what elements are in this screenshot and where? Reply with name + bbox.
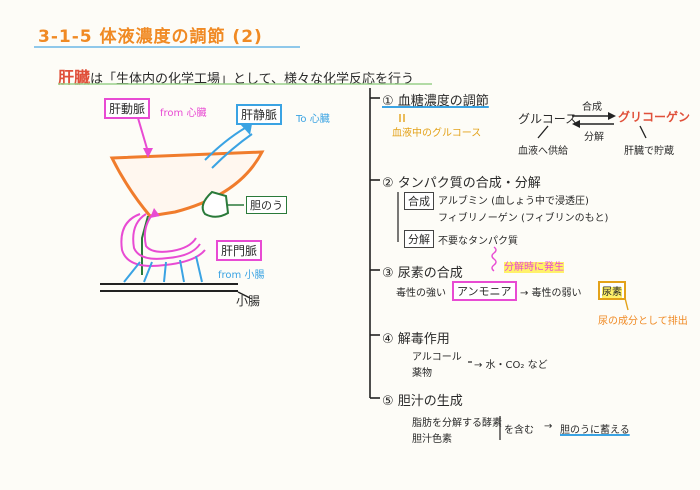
s3-excretion: 尿の成分として排出	[598, 316, 688, 327]
hepatic-artery-arrowhead	[143, 148, 153, 158]
s3-line-middle: → 毒性の弱い	[520, 288, 582, 299]
portal-vein-arrowhead	[150, 208, 160, 218]
s5-contains: を含む	[504, 425, 534, 436]
hepatic-vein-line-2	[211, 133, 253, 169]
gallbladder-shape	[201, 190, 230, 218]
hepatic-vein-to: To 心臓	[296, 114, 330, 125]
bile-duct	[141, 215, 149, 275]
s1-decomp-arrowhead	[572, 120, 580, 128]
s1-glucose: グルコース	[518, 112, 578, 126]
s5-item2: 胆汁色素	[412, 434, 452, 445]
s1-synthesis: 合成	[582, 102, 602, 113]
s1-down-left	[537, 125, 549, 139]
portal-vein-loop-3	[143, 214, 197, 253]
s1-decomposition: 分解	[584, 132, 604, 143]
s1-glycogen: グリコーゲン	[618, 110, 691, 124]
s1-heading: ① 血糖濃度の調節	[382, 90, 489, 109]
portal-vein-loop-2	[132, 213, 201, 260]
hepatic-vein-line-1	[204, 127, 246, 161]
s2-decomposition-label: 分解	[404, 230, 434, 248]
s1-note: 血液中のグルコース	[392, 128, 482, 139]
hepatic-vein-arrowhead	[240, 124, 252, 135]
title-underline	[34, 46, 300, 48]
portal-vein-loop-1	[120, 213, 206, 267]
s2-decomposition-text: 不要なタンパク質	[438, 236, 518, 247]
hepatic-artery-line	[137, 117, 149, 153]
s5-result: 胆のうに蓄える	[560, 421, 630, 436]
s2-heading: ② タンパク質の合成・分解	[382, 176, 541, 191]
s4-item1: アルコール	[412, 352, 462, 363]
portal-vein-label: 肝門脈	[216, 240, 263, 261]
s4-item2: 薬物	[412, 368, 432, 379]
s5-item1: 脂肪を分解する酵素	[412, 418, 502, 429]
s3-urea: 尿素	[598, 281, 626, 300]
s5-arrow: →	[544, 421, 553, 432]
s3-ammonia: アンモニア	[452, 281, 517, 301]
s3-byproduct-text: 分解時に発生	[504, 262, 564, 273]
s3-byproduct-note: 分解時に発生	[504, 258, 564, 273]
hepatic-artery-label: 肝動脈	[104, 98, 151, 119]
s4-result: → 水・CO₂ など	[474, 360, 548, 371]
liver-shape	[109, 150, 265, 218]
s3-urea-text: 尿素	[602, 287, 622, 298]
s3-heading: ③ 尿素の合成	[382, 266, 463, 281]
s2-synthesis-line2: フィブリノーゲン (フィブリンのもと)	[438, 213, 609, 224]
hepatic-vein-label: 肝静脈	[236, 104, 283, 125]
s1-synth-arrowhead	[608, 112, 616, 120]
s3-squiggle	[491, 246, 497, 272]
intro-subject: 肝臓	[58, 68, 91, 87]
gallbladder-label: 胆のう	[246, 196, 287, 214]
page-title: 3-1-5 体液濃度の調節 (2)	[38, 27, 263, 47]
s2-synthesis-label: 合成	[404, 192, 434, 210]
s3-line-prefix: 毒性の強い	[396, 288, 446, 299]
s1-heading-text: ① 血糖濃度の調節	[382, 94, 489, 109]
s4-heading: ④ 解毒作用	[382, 332, 450, 347]
intestine-pointer	[237, 291, 251, 299]
s5-heading: ⑤ 胆汁の生成	[382, 394, 463, 409]
s1-right-result: 肝臓で貯蔵	[624, 146, 674, 157]
s5-result-text: 胆のうに蓄える	[560, 425, 630, 436]
small-intestine-label: 小腸	[236, 294, 261, 308]
portal-vein-from: from 小腸	[218, 270, 265, 281]
s1-left-result: 血液へ供給	[518, 146, 568, 157]
s2-synthesis-line1: アルブミン (血しょう中で浸透圧)	[438, 196, 589, 207]
hepatic-artery-from: from 心臓	[160, 108, 207, 119]
intestine-vessels	[123, 255, 203, 283]
s1-down-right	[639, 125, 647, 139]
